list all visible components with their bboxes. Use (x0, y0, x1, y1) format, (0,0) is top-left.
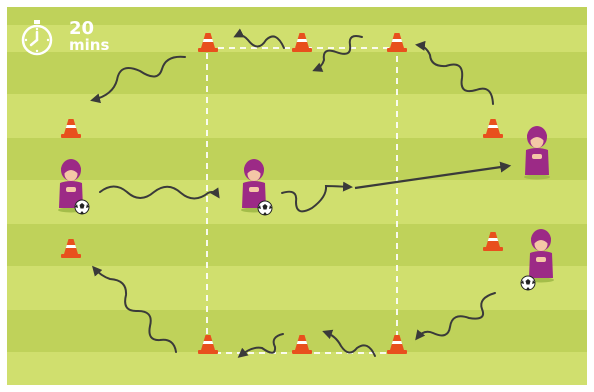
grass-stripes (7, 7, 587, 385)
football (75, 200, 89, 214)
player (528, 229, 554, 283)
football (521, 276, 535, 290)
player (524, 126, 550, 180)
timer-unit: mins (69, 38, 109, 53)
football (258, 201, 272, 215)
